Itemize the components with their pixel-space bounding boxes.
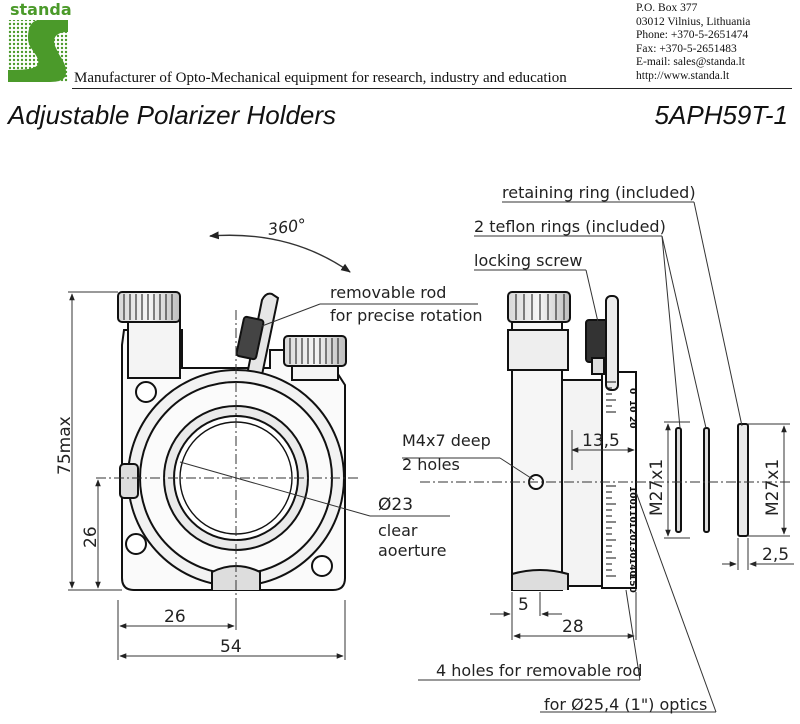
label-aperture: aoerture (378, 541, 447, 560)
scale-tick-label: 120 (627, 522, 637, 541)
label-clear: clear (378, 521, 418, 540)
contact-email: E-mail: sales@standa.lt (636, 56, 745, 69)
label-m4-holes: 2 holes (402, 455, 460, 474)
scale-tick-label: 0 (627, 388, 637, 394)
label-aperture-diameter: Ø23 (378, 495, 413, 515)
model-number: 5APH59T-1 (654, 100, 788, 130)
contact-line: 03012 Vilnius, Lithuania (636, 15, 751, 28)
scale-ticks (606, 381, 616, 577)
exploded-rings (675, 423, 749, 537)
label-holes-removable-rod: 4 holes for removable rod (436, 661, 642, 680)
front-centerlines (96, 310, 360, 620)
dim-m27-b: M27x1 (763, 459, 783, 516)
label-locking-screw: locking screw (474, 251, 582, 270)
scale-tick-label: 130 (627, 540, 637, 559)
scale-tick-label: 100 (627, 486, 637, 505)
contact-url: http://www.standa.lt (636, 69, 730, 82)
scale-tick-label: 20 (627, 416, 637, 429)
scale-tick-label: 140 (627, 558, 637, 577)
label-optics: for Ø25,4 (1") optics (544, 695, 707, 714)
rotation-label: 360° (267, 215, 308, 239)
scale-tick-label: 150 (627, 574, 637, 593)
side-dimensions (402, 201, 794, 713)
page-title: Adjustable Polarizer Holders (8, 100, 337, 130)
contact-line: Phone: +370-5-2651474 (636, 29, 749, 42)
dim-m27-a: M27x1 (647, 459, 667, 516)
dim-5: 5 (518, 595, 529, 615)
company-tagline: Manufacturer of Opto-Mechanical equipmen… (74, 70, 567, 86)
scale-tick-label: 110 (627, 504, 637, 523)
front-dimensions (68, 291, 478, 660)
dim-width-54: 54 (220, 637, 242, 657)
logo-text: standa (10, 0, 72, 19)
label-m4-deep: M4x7 deep (402, 431, 491, 450)
contact-line: Fax: +370-5-2651483 (636, 42, 737, 55)
rotation-arrow (209, 231, 351, 273)
label-teflon-rings: 2 teflon rings (included) (474, 217, 666, 236)
label-removable-rod: removable rod (330, 283, 446, 302)
dim-width-26: 26 (164, 607, 186, 627)
dim-13-5: 13,5 (582, 431, 620, 451)
dim-height-26: 26 (81, 526, 101, 548)
label-retaining-ring: retaining ring (included) (502, 183, 696, 202)
dim-28: 28 (562, 617, 584, 637)
contact-line: P.O. Box 377 (636, 2, 698, 14)
contact-block: P.O. Box 377 03012 Vilnius, Lithuania Ph… (636, 2, 750, 84)
dim-2-5: 2,5 (762, 545, 789, 565)
front-view (117, 291, 347, 591)
scale-tick-label: 10 (627, 400, 637, 413)
standa-logo (8, 20, 68, 82)
label-precise-rotation: for precise rotation (330, 306, 483, 325)
header-rule (72, 88, 792, 89)
dim-height-75max: 75max (55, 416, 75, 475)
